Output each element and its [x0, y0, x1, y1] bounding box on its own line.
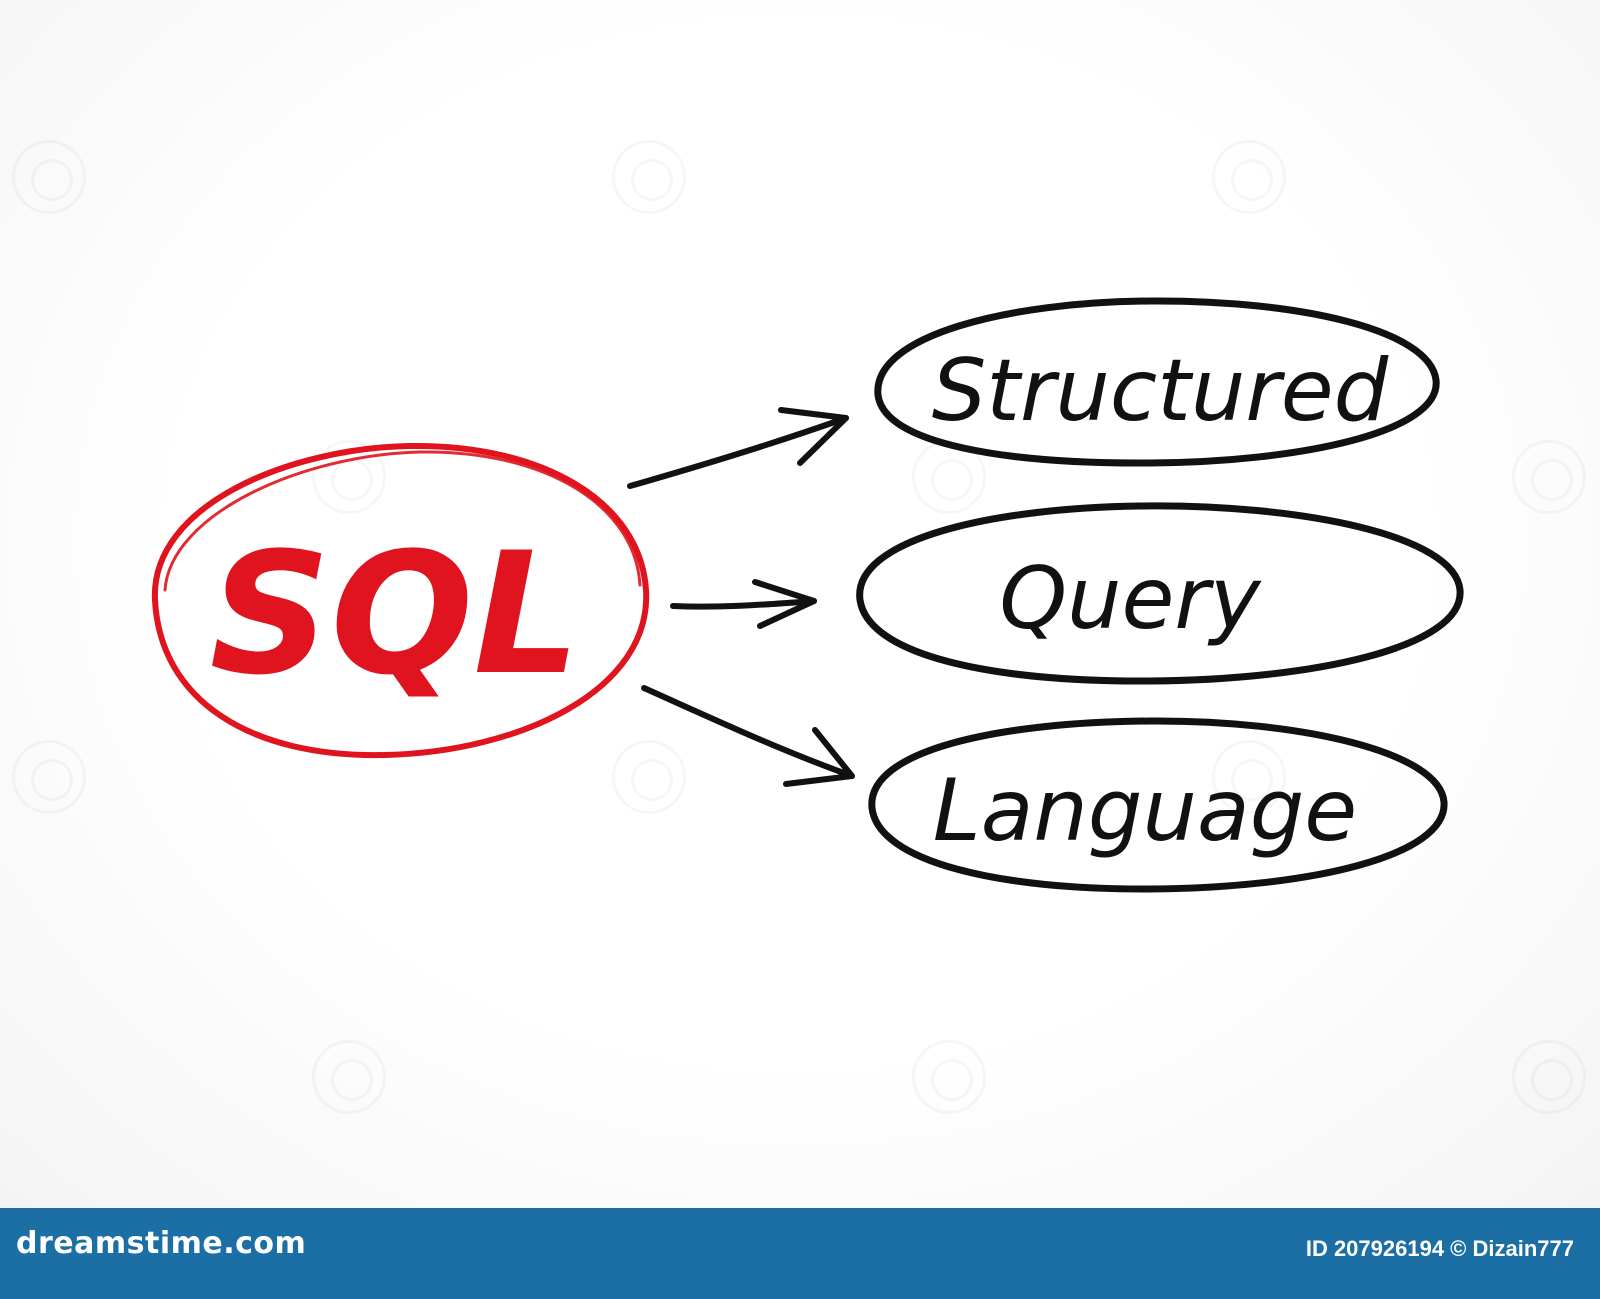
language-node: Language	[868, 717, 1448, 893]
image-credit: ID 207926194 © Dizain777	[1305, 1236, 1574, 1261]
arrow-shaft	[670, 598, 817, 610]
arrow-shaft	[627, 415, 849, 489]
language-ellipse	[868, 717, 1448, 893]
query-ellipse	[856, 502, 1464, 685]
arrow-head	[778, 407, 849, 466]
sql-ellipse-overstroke	[163, 450, 642, 592]
structured-node: Structured	[874, 297, 1440, 467]
query-label: Query	[999, 549, 1261, 649]
image-canvas: SQL Structured Query Language	[0, 0, 1600, 1208]
brand-logo: dreamstime.com	[16, 1226, 307, 1261]
structured-ellipse	[874, 297, 1440, 467]
sql-node: SQL	[151, 442, 650, 759]
acronym-diagram: SQL Structured Query Language	[151, 297, 1464, 893]
query-node: Query	[856, 502, 1464, 685]
arrow-head	[752, 579, 817, 629]
arrow-to-query	[670, 579, 817, 629]
arrow-head	[783, 727, 855, 787]
language-label: Language	[933, 761, 1357, 861]
sql-ellipse	[151, 442, 650, 759]
arrow-shaft	[641, 685, 855, 779]
structured-label: Structured	[932, 341, 1389, 441]
arrow-to-structured	[627, 407, 849, 489]
arrow-to-language	[641, 685, 855, 787]
stock-footer-bar: dreamstime.com ID 207926194 © Dizain777	[0, 1208, 1600, 1299]
sql-label: SQL	[210, 516, 581, 712]
